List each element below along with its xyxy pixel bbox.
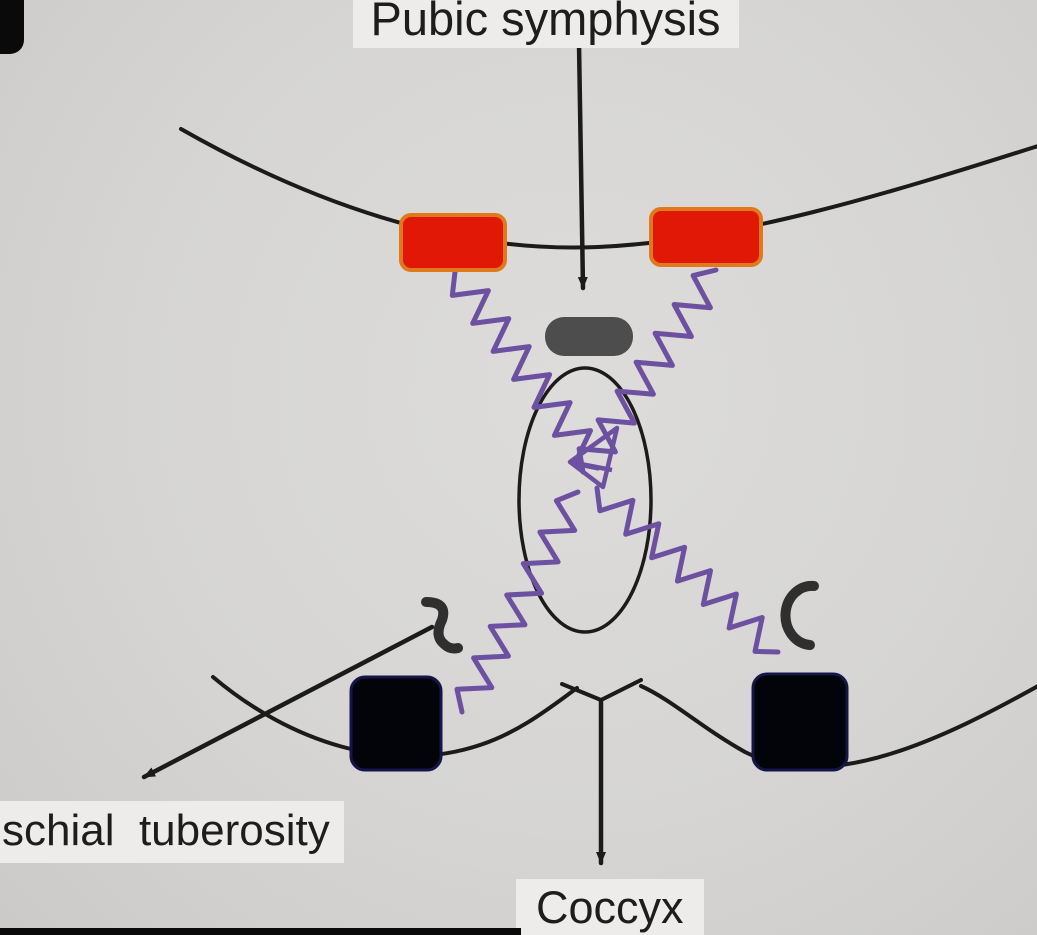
hook-left <box>421 597 463 654</box>
hook-right <box>780 580 819 650</box>
photo-bottom-edge <box>0 928 521 935</box>
coccyx-notch <box>560 678 643 703</box>
zigzag-muscle-upper-left <box>449 269 601 471</box>
zigzag-muscle-lower-right <box>594 485 781 655</box>
red-attachment-right <box>649 207 763 267</box>
arrow-pubic-symphysis <box>576 41 588 291</box>
coccyx-label: Coccyx <box>516 879 704 935</box>
central-scribble <box>567 425 620 490</box>
zigzag-muscle-upper-right <box>576 267 719 475</box>
central-ellipse <box>517 366 653 634</box>
zigzag-muscle-lower-left <box>454 489 581 715</box>
pubic-symphysis-shape <box>545 317 633 356</box>
pubic-symphysis-label: Pubic symphysis <box>352 0 739 48</box>
photo-corner-mark <box>0 0 24 54</box>
ischial-tuberosity-right <box>751 672 849 772</box>
ischial-tuberosity-left <box>349 675 443 772</box>
ischial-tuberosity-label: schial tuberosity <box>0 801 344 863</box>
red-attachment-left <box>399 213 507 272</box>
arrow-ischial-tuberosity <box>141 624 435 780</box>
pelvic-outline-top <box>179 127 1037 250</box>
